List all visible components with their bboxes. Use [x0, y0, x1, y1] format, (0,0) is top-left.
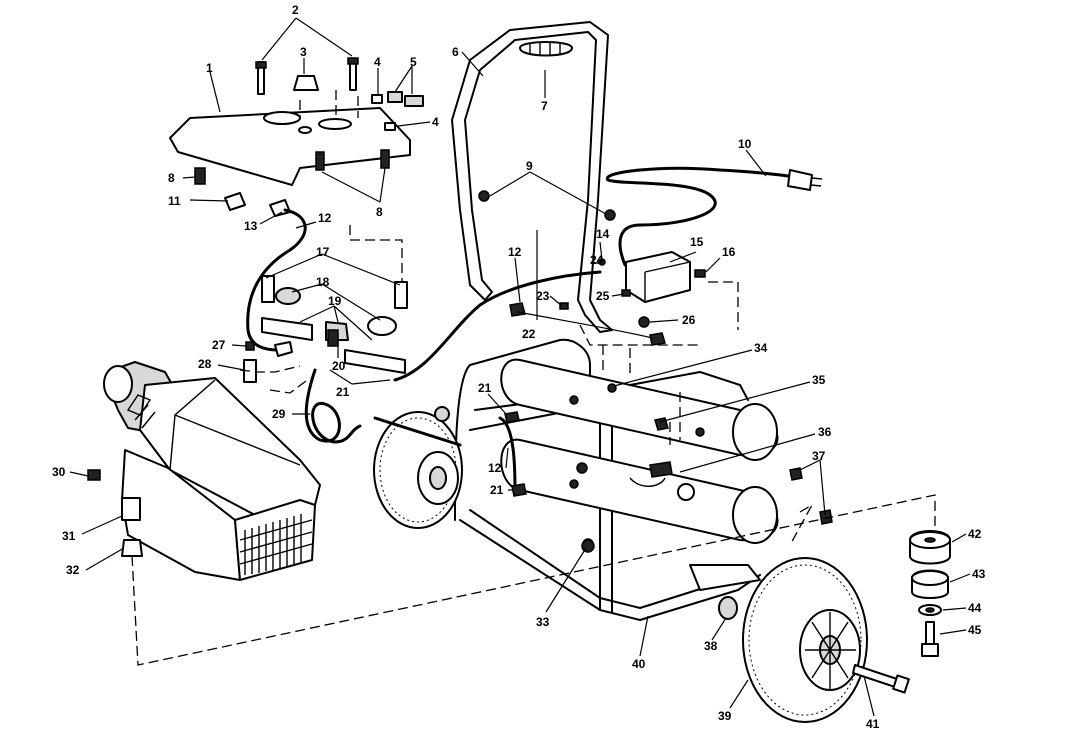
callout-1: 1: [206, 61, 213, 75]
callout-20: 20: [332, 359, 346, 373]
callout-44: 44: [968, 601, 982, 615]
callout-12-top: 12: [318, 211, 332, 225]
callout-8-right: 8: [376, 205, 383, 219]
power-cord: [605, 166, 823, 267]
bushing-3: [293, 75, 319, 91]
callout-21-low: 21: [490, 483, 504, 497]
callout-13: 13: [244, 219, 258, 233]
callout-27: 27: [212, 338, 226, 352]
callout-labels: 1 2 3 4 5 4 6 7 8 8 9 10 11 12 13 12 14 …: [52, 3, 986, 731]
callout-33: 33: [536, 615, 550, 629]
callout-4-lower: 4: [432, 115, 439, 129]
hose-12-long: [393, 270, 602, 382]
callout-2: 2: [292, 3, 299, 17]
callout-28: 28: [198, 357, 212, 371]
plugs-9: [478, 190, 616, 221]
callout-14: 14: [596, 227, 610, 241]
callout-9: 9: [526, 159, 533, 173]
air-tanks: [500, 358, 833, 544]
callout-3: 3: [300, 45, 307, 59]
callout-21-mid: 21: [478, 381, 492, 395]
callout-31: 31: [62, 529, 76, 543]
callout-23: 23: [536, 289, 550, 303]
callout-45: 45: [968, 623, 982, 637]
fittings-4-5: [371, 91, 424, 131]
callout-26: 26: [682, 313, 696, 327]
callout-36: 36: [818, 425, 832, 439]
callout-24: 24: [590, 253, 604, 267]
callout-12-mid: 12: [508, 245, 522, 259]
spacer-38: [718, 596, 738, 620]
callout-42: 42: [968, 527, 982, 541]
handle-grip-7: [519, 41, 573, 57]
callout-11: 11: [168, 194, 181, 208]
callout-10: 10: [738, 137, 752, 151]
callout-4-top: 4: [374, 55, 381, 69]
fittings-27-28: [243, 341, 293, 383]
shroud-plate: [169, 107, 411, 186]
fittings-22-23: [509, 302, 666, 346]
callout-19: 19: [328, 294, 342, 308]
callout-17: 17: [316, 245, 330, 259]
wheel-back: [373, 406, 463, 529]
callout-25: 25: [596, 289, 610, 303]
callout-7: 7: [541, 99, 548, 113]
tube-21: [498, 411, 666, 497]
pump-motor-unit: [103, 361, 321, 581]
callout-35: 35: [812, 373, 826, 387]
callout-34: 34: [754, 341, 768, 355]
wheel-front-39: [742, 557, 868, 723]
callout-18: 18: [316, 275, 330, 289]
pressure-switch-15: [598, 251, 706, 328]
callout-21-top: 21: [336, 385, 350, 399]
callout-5: 5: [410, 55, 417, 69]
handle-frame: [451, 21, 613, 333]
callout-15: 15: [690, 235, 704, 249]
callout-32: 32: [66, 563, 80, 577]
washer-44: [918, 604, 942, 616]
foot-43: [911, 569, 949, 599]
leader-lines: [69, 17, 971, 717]
screws-top: [255, 57, 359, 95]
coil-tube-29: [304, 368, 362, 444]
callout-12-low: 12: [488, 461, 502, 475]
callout-16: 16: [722, 245, 736, 259]
callout-29: 29: [272, 407, 286, 421]
callout-30: 30: [52, 465, 66, 479]
callout-39: 39: [718, 709, 732, 723]
callout-41: 41: [866, 717, 880, 731]
callout-8-left: 8: [168, 171, 175, 185]
pressure-tube: [224, 192, 307, 352]
foot-mount-42: [909, 530, 951, 565]
callout-43: 43: [972, 567, 986, 581]
foot-33: [581, 539, 595, 553]
callout-40: 40: [632, 657, 646, 671]
callout-6: 6: [452, 45, 459, 59]
callout-38: 38: [704, 639, 718, 653]
bolt-45: [921, 621, 939, 657]
assembly-dashed-lines: [131, 90, 936, 666]
fittings-17-20: [261, 275, 408, 374]
callout-37: 37: [812, 449, 826, 463]
foot-30-32: [87, 469, 143, 557]
bolt-41: [852, 664, 910, 694]
callout-22: 22: [522, 327, 536, 341]
